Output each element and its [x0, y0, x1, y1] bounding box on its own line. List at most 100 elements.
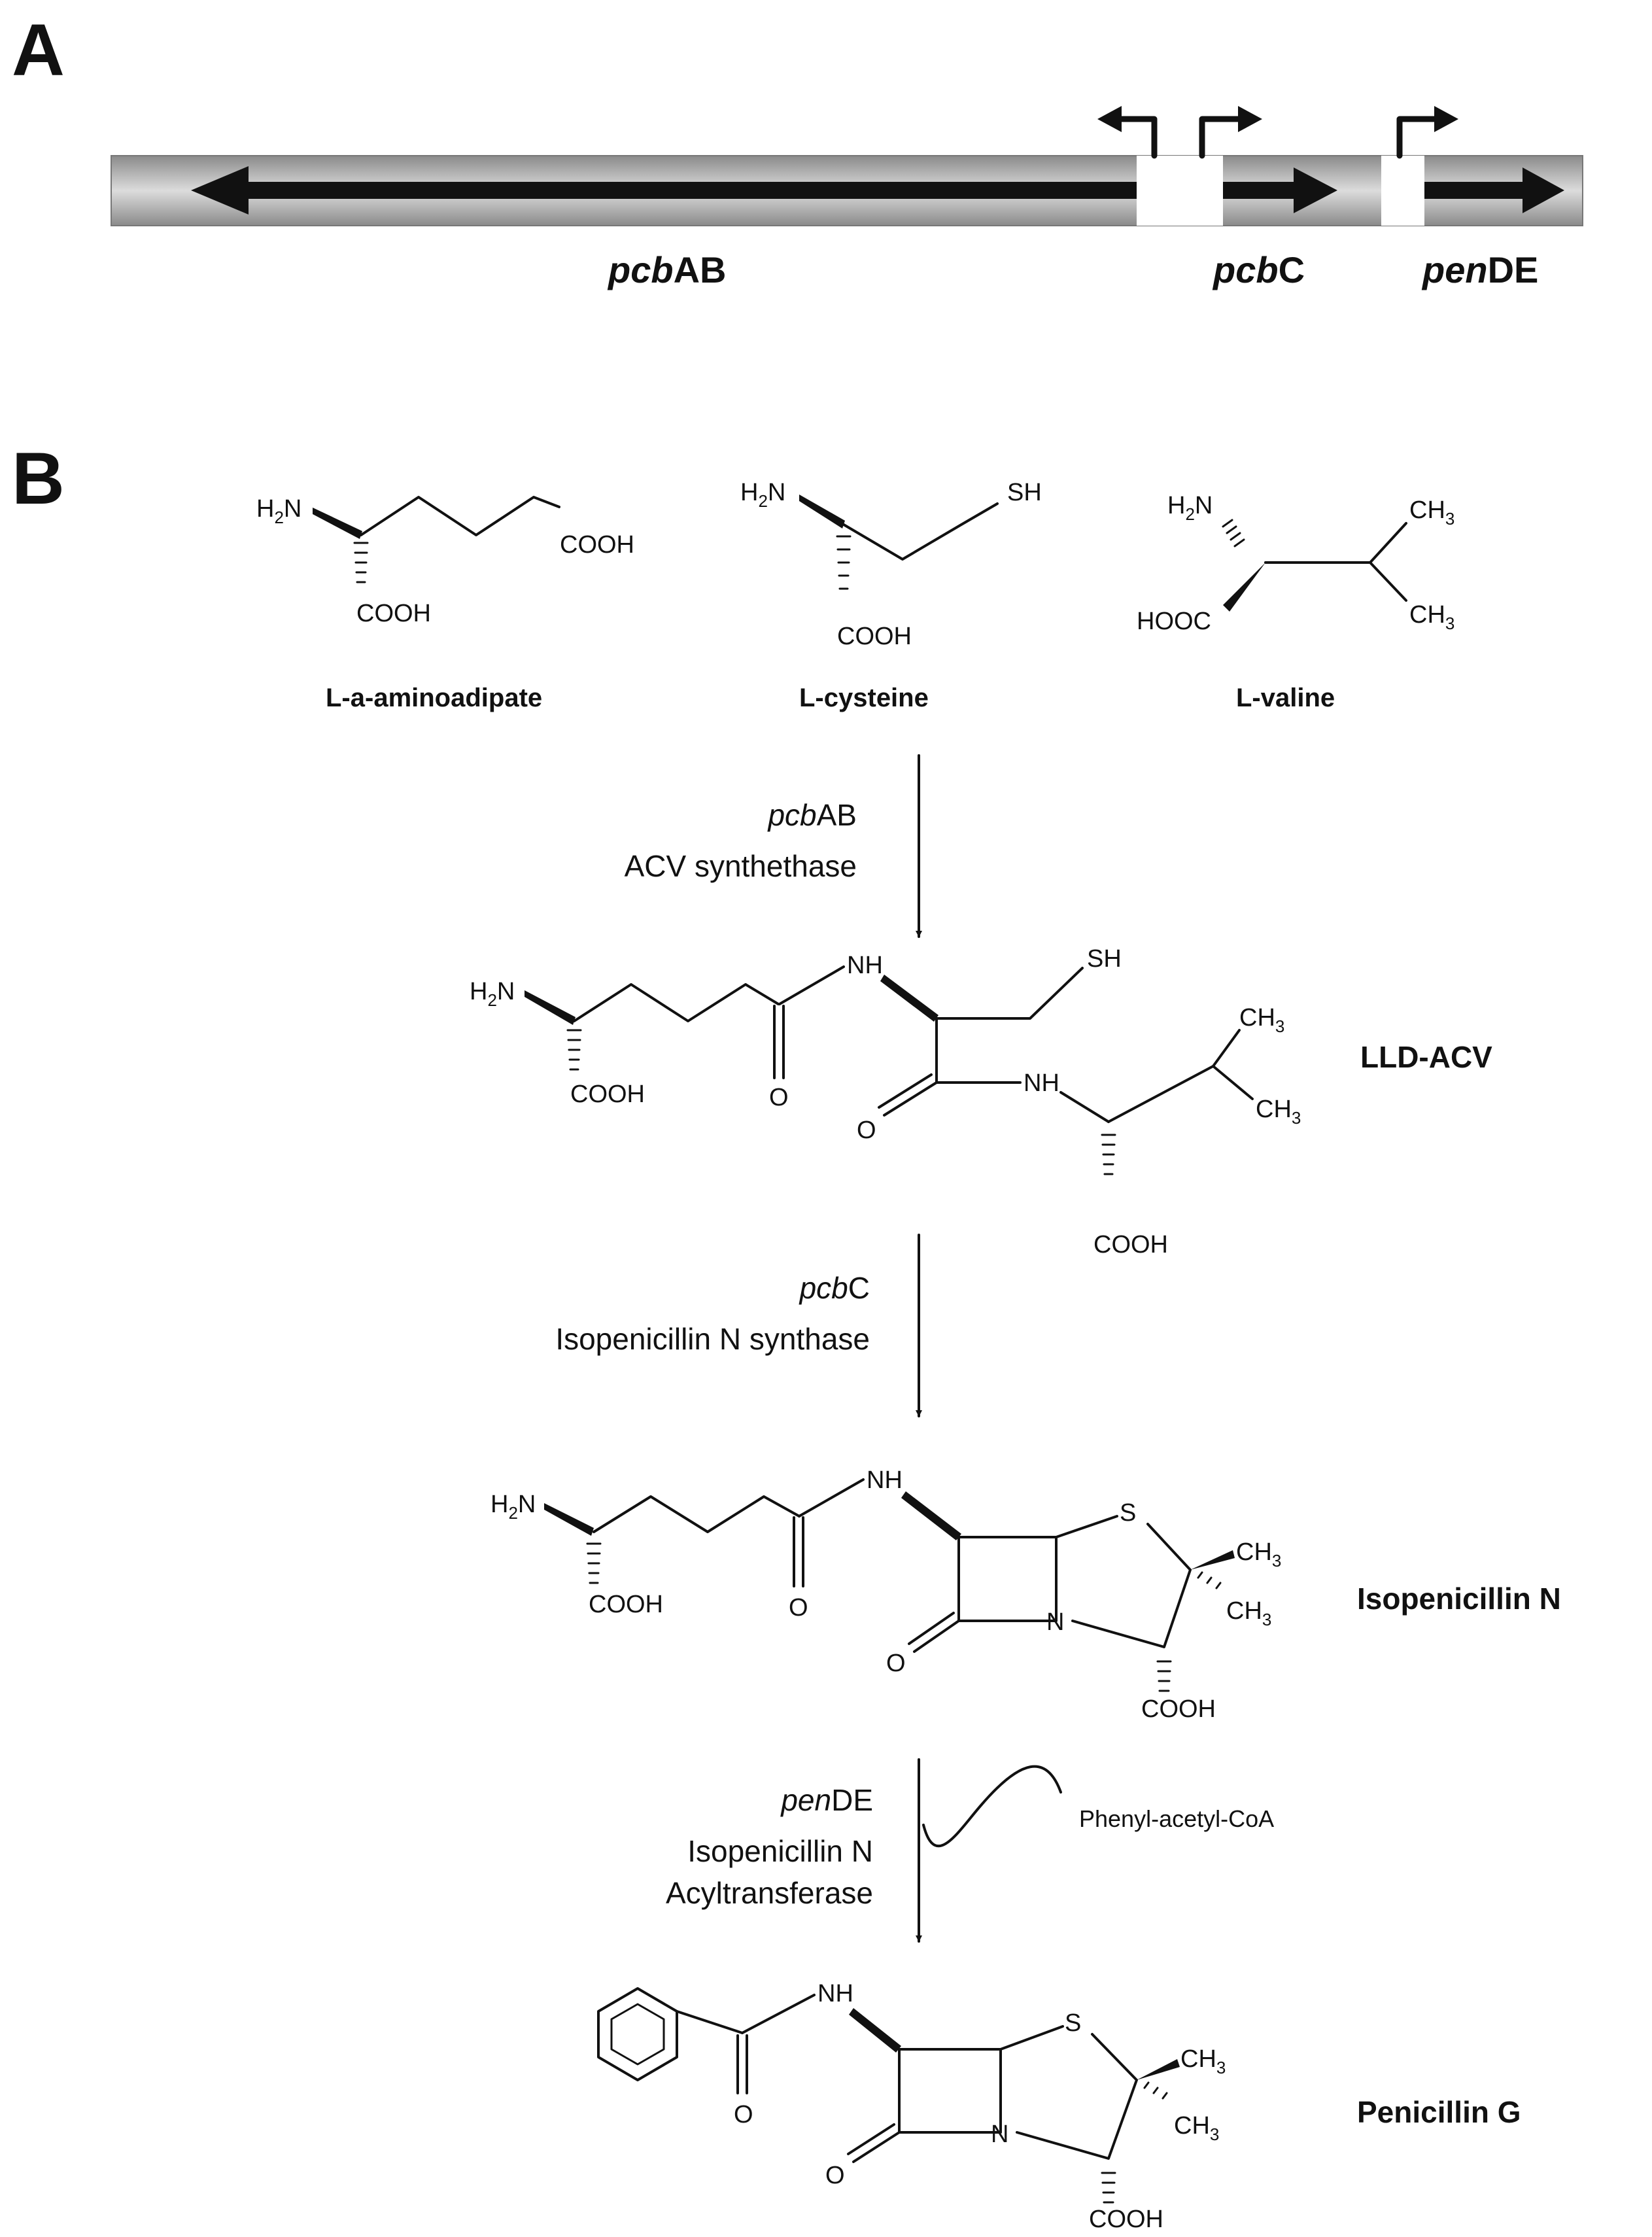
- phenyl-ring: [597, 1987, 678, 2081]
- peng-methyl-1: CH3: [1180, 2045, 1226, 2077]
- peng-lactam-o: O: [825, 2162, 845, 2189]
- valine-amine-label: H2N: [1167, 492, 1213, 524]
- wedge-bond: [1223, 563, 1265, 612]
- step-1-enzyme: ACV synthethase: [625, 849, 857, 883]
- methyl-bond: [1369, 561, 1407, 602]
- ipn-ring-s: S: [1120, 1499, 1136, 1527]
- valine-cooh: HOOC: [1137, 608, 1211, 635]
- lactam-carbonyl: [852, 2131, 901, 2163]
- step-2-gene: pcbC: [799, 1271, 870, 1305]
- hash-bond: [1101, 1134, 1116, 1175]
- substrate-name-aminoadipate: L-a-aminoadipate: [326, 684, 542, 712]
- aminoadipate-alpha-cooh: COOH: [356, 600, 431, 627]
- cysteine-amine-label: H2N: [740, 479, 785, 511]
- wedge-bond: [1137, 2059, 1180, 2080]
- hash-bond: [1222, 519, 1245, 547]
- gene-label-pende-rest: DE: [1488, 249, 1539, 290]
- substrate-name-cysteine: L-cysteine: [799, 684, 929, 712]
- hash-bond: [1101, 2172, 1116, 2204]
- wedge-bond: [849, 2008, 901, 2053]
- thiazolidine-bond: [1016, 2033, 1138, 2160]
- ipn-methyl-2: CH3: [1226, 1597, 1271, 1629]
- step-3-gene: penDE: [780, 1783, 873, 1817]
- aminoadipate-cooh: COOH: [560, 531, 634, 559]
- wedge-bond: [901, 1491, 961, 1540]
- backbone-bond: [573, 983, 780, 1022]
- peng-nh: NH: [817, 1980, 853, 2007]
- bidirectional-promoter-region: [1137, 156, 1223, 226]
- acv-amine-label: H2N: [470, 978, 515, 1010]
- wedge-bond: [525, 990, 576, 1025]
- ipn-alpha-cooh: COOH: [589, 1591, 663, 1618]
- pcbc-promoter-arrow: [1199, 106, 1262, 159]
- step-3-enzyme-line-1: Isopenicillin N: [687, 1834, 873, 1868]
- gene-cluster-map: [111, 106, 1583, 226]
- pende-promoter-arrow: [1396, 106, 1458, 159]
- hash-bond: [586, 1542, 602, 1584]
- phenyl-ring-inner: [610, 2003, 665, 2066]
- acv-nh-1: NH: [847, 952, 883, 979]
- acv-methyl-1: CH3: [1239, 1004, 1284, 1036]
- thiazolidine-bond: [1071, 1523, 1192, 1648]
- backbone-bond: [360, 496, 560, 536]
- acv-methyl-2: CH3: [1256, 1096, 1301, 1128]
- acv-thiol: SH: [1087, 945, 1122, 973]
- pende-gene-arrow: [1424, 167, 1564, 213]
- acv-nh-2: NH: [1024, 1069, 1059, 1097]
- beta-lactam-ring: [898, 2048, 1002, 2134]
- ipn-lactam-o: O: [886, 1650, 906, 1677]
- aminoadipate-structure: H2N COOH COOH: [256, 495, 634, 627]
- ipn-nh: NH: [867, 1466, 903, 1494]
- hash-bond: [836, 535, 852, 590]
- beta-lactam-ring: [957, 1536, 1058, 1622]
- isopenicillin-n-structure: H2N COOH O NH O N S CH3 CH3 COOH: [490, 1466, 1281, 1723]
- cosubstrate-curve: [922, 1765, 1062, 1848]
- step-1-gene: pcbAB: [766, 798, 857, 832]
- backbone-bond: [1059, 1091, 1110, 1123]
- panel-a-label: A: [12, 9, 65, 91]
- pende-promoter-region: [1381, 156, 1424, 226]
- backbone-bond: [935, 967, 1084, 1020]
- cosubstrate-label: Phenyl-acetyl-CoA: [1079, 1805, 1274, 1832]
- step-3-enzyme-line-2: Acyltransferase: [666, 1876, 873, 1910]
- wedge-bond: [1190, 1550, 1235, 1570]
- product-penicillin-g: Penicillin G: [1357, 2095, 1521, 2129]
- cysteine-cooh: COOH: [837, 623, 912, 650]
- hash-bond: [566, 1029, 582, 1071]
- gene-label-pende-italic: pen: [1421, 249, 1488, 290]
- acv-carbonyl-o-2: O: [857, 1117, 876, 1144]
- acv-alpha-cooh: COOH: [570, 1081, 645, 1108]
- backbone-bond: [1107, 1065, 1214, 1123]
- wedge-bond: [880, 975, 938, 1022]
- cysteine-structure: H2N SH COOH: [740, 479, 1042, 650]
- pcbab-promoter-arrow: [1097, 106, 1158, 159]
- panel-b-label: B: [12, 438, 65, 519]
- valine-structure: H2N HOOC CH3 CH3: [1137, 492, 1454, 635]
- lld-acv-structure: H2N COOH O NH SH O NH CH3 CH3 COOH: [470, 945, 1301, 1258]
- ipn-methyl-1: CH3: [1236, 1538, 1281, 1570]
- gene-label-pcbc: pcbC: [1212, 249, 1305, 290]
- acv-carbonyl-o: O: [769, 1084, 789, 1111]
- ipn-cooh: COOH: [1141, 1695, 1216, 1723]
- gene-label-pcbab-rest: AB: [674, 249, 727, 290]
- thiazolidine-bond: [1055, 1515, 1118, 1538]
- penicillin-g-structure: O NH O N S CH3 CH3 COOH: [597, 1980, 1226, 2233]
- pcbab-gene-arrow: [191, 166, 1137, 215]
- product-lld-acv: LLD-ACV: [1360, 1040, 1492, 1074]
- hash-bond: [1143, 2081, 1168, 2100]
- backbone-bond: [593, 1495, 800, 1533]
- cysteine-thiol: SH: [1007, 479, 1042, 506]
- benzoyl-bond: [676, 2010, 744, 2034]
- amide-bond: [798, 1478, 865, 1517]
- peng-carbonyl-o: O: [734, 2101, 753, 2128]
- amide-bond: [741, 1994, 816, 2034]
- hash-bond: [353, 542, 369, 583]
- peng-methyl-2: CH3: [1174, 2112, 1219, 2144]
- methyl-bond: [1369, 522, 1407, 564]
- lactam-carbonyl: [913, 1620, 960, 1653]
- pcbc-gene-arrow: [1223, 167, 1337, 213]
- peng-ring-s: S: [1065, 2009, 1081, 2037]
- hash-bond: [1156, 1660, 1172, 1692]
- substrate-name-valine: L-valine: [1236, 684, 1335, 712]
- ipn-ring-n: N: [1046, 1608, 1064, 1636]
